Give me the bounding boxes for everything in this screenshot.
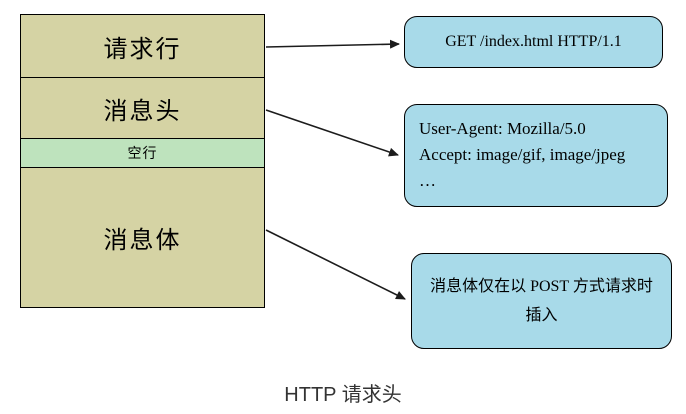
callout-body-note: 消息体仅在以 POST 方式请求时插入 bbox=[411, 253, 672, 349]
arrow-message-header-to-example bbox=[265, 109, 399, 157]
callout-request-line-example: GET /index.html HTTP/1.1 bbox=[404, 16, 663, 68]
diagram-caption: HTTP 请求头 bbox=[284, 384, 402, 406]
header-example-line-2: Accept: image/gif, image/jpeg bbox=[419, 145, 626, 164]
header-example-line-1: User-Agent: Mozilla/5.0 bbox=[419, 119, 586, 138]
message-body-label: 消息体 bbox=[103, 227, 182, 254]
stack-section-message-header: 消息头 bbox=[21, 77, 264, 138]
arrow-request-line-to-example bbox=[265, 39, 400, 49]
stack-section-message-body: 消息体 bbox=[21, 167, 264, 307]
message-header-label: 消息头 bbox=[103, 97, 182, 125]
stack-section-empty-line: 空行 bbox=[21, 138, 264, 167]
stack-section-request-line: 请求行 bbox=[21, 15, 264, 77]
request-line-example-text: GET /index.html HTTP/1.1 bbox=[445, 33, 622, 50]
empty-line-label: 空行 bbox=[127, 145, 158, 161]
body-note-text: 消息体仅在以 POST 方式请求时插入 bbox=[430, 278, 653, 324]
request-line-label: 请求行 bbox=[103, 35, 182, 63]
request-structure-stack: 请求行 消息头 空行 消息体 bbox=[20, 14, 265, 308]
callout-header-example: User-Agent: Mozilla/5.0 Accept: image/gi… bbox=[404, 104, 668, 207]
arrow-message-body-to-note bbox=[265, 229, 406, 300]
header-example-line-3: … bbox=[419, 171, 436, 190]
